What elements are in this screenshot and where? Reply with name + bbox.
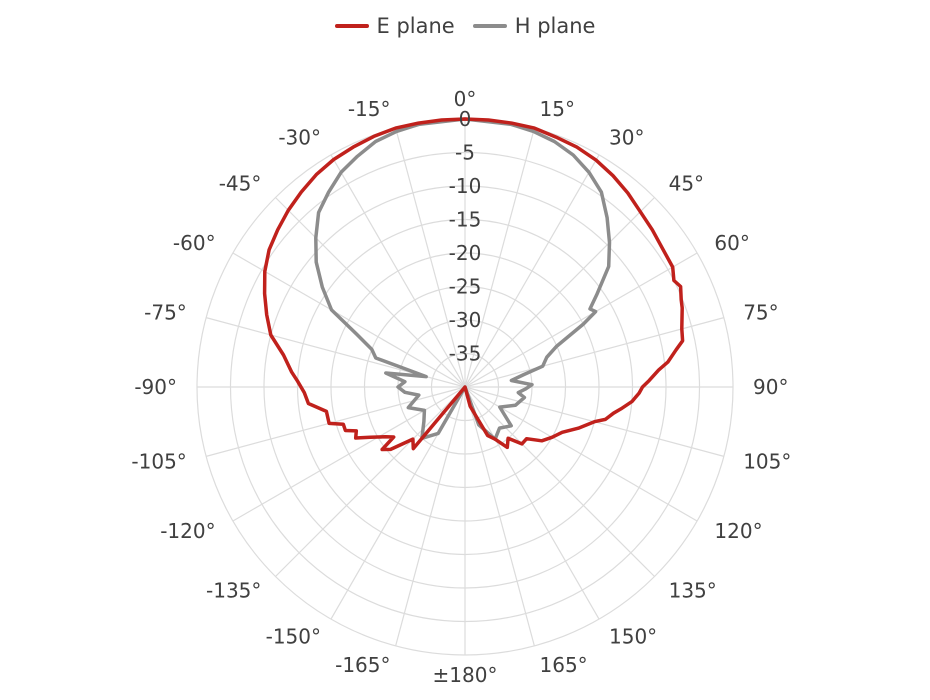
grid-spoke [464, 154, 600, 388]
angle-tick-label: 165° [540, 653, 588, 677]
angle-tick-label: -150° [266, 624, 321, 648]
angle-tick-label: -30° [278, 126, 321, 150]
grid-spoke [232, 386, 466, 522]
angle-tick-label: -135° [206, 579, 261, 603]
grid-spoke [205, 386, 466, 457]
legend-item-h-plane: H plane [472, 14, 596, 38]
grid-spoke [232, 252, 466, 388]
grid-spoke [464, 197, 655, 388]
grid-spoke [464, 386, 698, 522]
grid-spoke [395, 127, 466, 388]
angle-tick-label: -90° [134, 375, 177, 399]
grid-spoke [330, 154, 466, 388]
angle-tick-label: 135° [669, 579, 717, 603]
angle-tick-label: -165° [335, 653, 390, 677]
legend-label-h-plane: H plane [514, 14, 596, 38]
angle-tick-label: 45° [669, 171, 704, 195]
legend-label-e-plane: E plane [376, 14, 455, 38]
chart-legend: E plane H plane [0, 14, 930, 38]
legend-swatch-e-plane [334, 24, 369, 28]
angle-tick-label: 120° [714, 519, 762, 543]
radial-tick-label: -25 [449, 275, 482, 299]
radial-tick-label: -15 [449, 208, 482, 232]
angle-tick-label: ±180° [433, 663, 498, 687]
angle-tick-label: 0° [454, 87, 477, 111]
angle-tick-label: -60° [173, 231, 216, 255]
radial-tick-label: 0 [459, 107, 472, 131]
series-line-h-plane [314, 117, 612, 441]
angle-tick-label: 90° [753, 375, 788, 399]
radial-tick-label: -10 [449, 174, 482, 198]
angle-tick-label: 75° [743, 301, 778, 325]
angle-tick-label: -105° [131, 450, 186, 474]
angle-tick-label: 30° [609, 126, 644, 150]
grid-spoke [464, 386, 600, 620]
radial-tick-label: -5 [455, 141, 475, 165]
series-line-e-plane [262, 117, 685, 452]
angle-tick-label: -75° [144, 301, 187, 325]
radial-tick-label: -30 [449, 308, 482, 332]
legend-swatch-h-plane [472, 24, 507, 28]
grid-spoke [464, 386, 655, 577]
radial-tick-label: -20 [449, 241, 482, 265]
grid-spoke [464, 317, 725, 388]
grid-spoke [464, 252, 698, 388]
grid-spoke [275, 386, 466, 577]
angle-tick-label: 150° [609, 624, 657, 648]
angle-tick-label: 105° [743, 450, 791, 474]
grid-spoke [395, 386, 466, 647]
radial-tick-label: -35 [449, 342, 482, 366]
angle-tick-label: 60° [714, 231, 749, 255]
legend-item-e-plane: E plane [334, 14, 455, 38]
grid-spoke [464, 127, 535, 388]
angle-tick-label: 15° [540, 97, 575, 121]
grid-spoke [275, 197, 466, 388]
angle-tick-label: -45° [219, 171, 262, 195]
angle-tick-label: -15° [348, 97, 391, 121]
grid-spoke [464, 386, 535, 647]
angle-tick-label: -120° [160, 519, 215, 543]
